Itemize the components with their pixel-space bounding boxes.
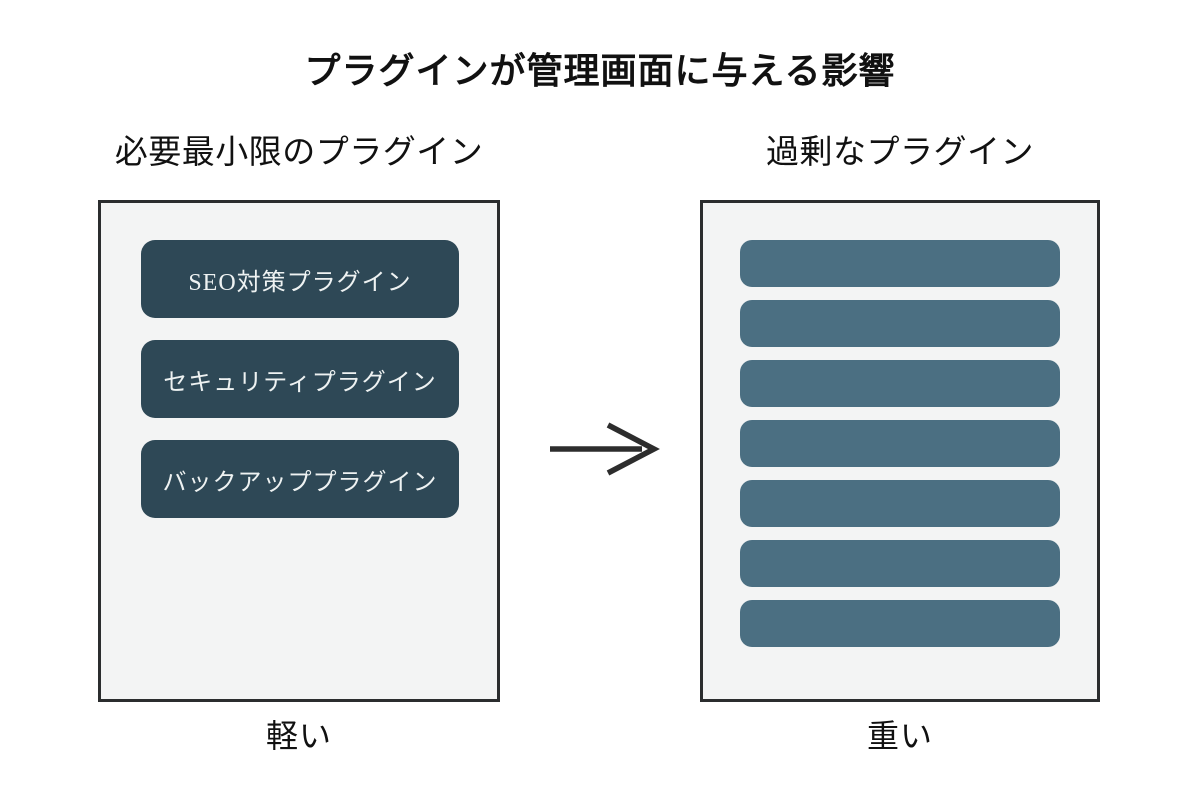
plugin-bar: バックアッププラグイン [141, 440, 459, 518]
minimal-caption: 軽い [265, 718, 332, 754]
plugin-bar-label: SEO対策プラグイン [188, 269, 412, 296]
plugin-bar-label: セキュリティプラグイン [163, 369, 437, 396]
plugin-bar-unlabeled [740, 360, 1060, 407]
plugin-bar-unlabeled [740, 480, 1060, 527]
page-title: プラグインが管理画面に与える影響 [304, 50, 896, 91]
minimal-plugins-panel: SEO対策プラグインセキュリティプラグインバックアッププラグイン [98, 200, 500, 702]
minimal-plugins-heading: 必要最小限のプラグイン [114, 133, 484, 170]
plugin-bar: セキュリティプラグイン [141, 340, 459, 418]
plugin-bar-unlabeled [740, 600, 1060, 647]
plugin-bar-unlabeled [740, 540, 1060, 587]
plugin-bar-unlabeled [740, 420, 1060, 467]
minimal-plugins-list: SEO対策プラグインセキュリティプラグインバックアッププラグイン [141, 240, 497, 518]
plugin-bar: SEO対策プラグイン [141, 240, 459, 318]
excess-plugins-list [740, 240, 1097, 647]
plugin-bar-unlabeled [740, 240, 1060, 287]
plugin-bar-label: バックアッププラグイン [162, 469, 438, 496]
plugin-bar-unlabeled [740, 300, 1060, 347]
excess-plugins-panel [700, 200, 1100, 702]
excess-caption: 重い [866, 718, 933, 754]
right-arrow-icon [548, 418, 660, 480]
excess-plugins-heading: 過剰なプラグイン [766, 133, 1034, 170]
